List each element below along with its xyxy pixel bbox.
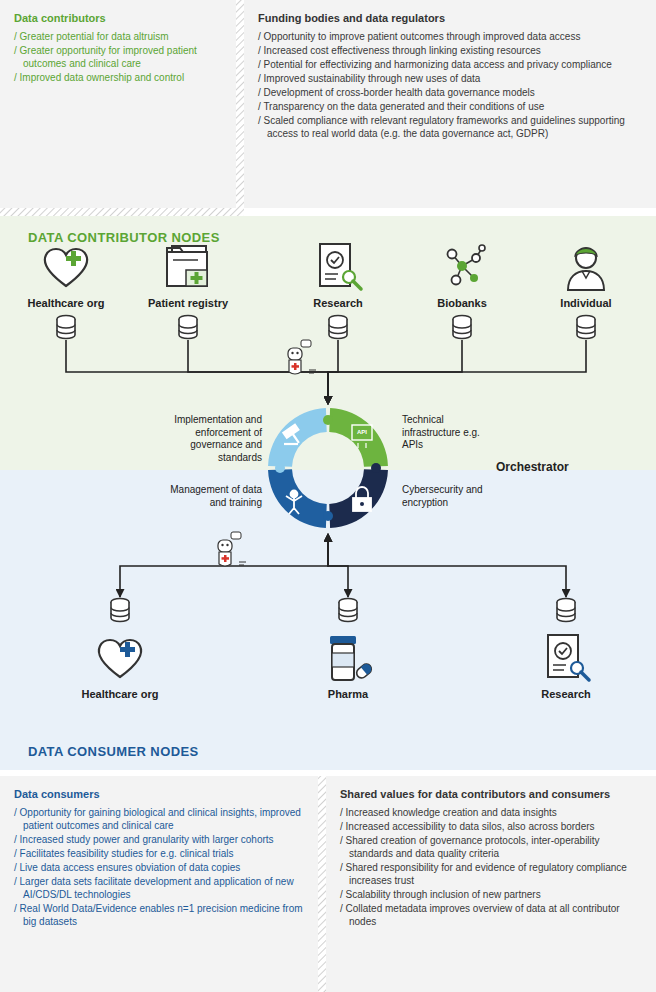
- contributor-node: Patient registry: [128, 240, 248, 340]
- bullet-item: / Live data access ensures obviation of …: [14, 861, 306, 874]
- ring-segment-label: Cybersecurity and encryption: [402, 484, 488, 509]
- bullet-item: / Collated metadata improves overview of…: [340, 902, 644, 928]
- node-label: Healthcare org: [81, 688, 158, 700]
- node-label: Biobanks: [437, 297, 487, 309]
- bullet-item: / Shared creation of governance protocol…: [340, 834, 644, 860]
- node-label: Pharma: [328, 688, 368, 700]
- database-icon: [337, 597, 359, 623]
- orchestrator-title: Orchestrator: [496, 460, 570, 474]
- node-band: DATA CONTRIBUTOR NODES Healthcare org Pati…: [0, 216, 656, 470]
- text-panel: Funding bodies and data regulators / Oppo…: [244, 0, 656, 208]
- bullet-item: / Scalability through inclusion of new p…: [340, 888, 644, 901]
- node-icon: [308, 240, 368, 292]
- connector: [328, 534, 566, 597]
- bullet-item: / Real World Data/Evidence enables n=1 p…: [14, 902, 306, 928]
- bullet-item: / Transparency on the data generated and…: [258, 100, 644, 113]
- consumer-node: Pharma: [288, 597, 408, 705]
- connector: [188, 340, 328, 404]
- label-slot: Cybersecurity and encryption: [402, 484, 488, 509]
- node-icon: [36, 240, 96, 292]
- bullet-item: / Opportunity to improve patient outcome…: [258, 30, 644, 43]
- band-heading: DATA CONTRIBUTOR NODES: [28, 230, 220, 245]
- robot-figure: [288, 340, 316, 374]
- node-icon: [318, 631, 378, 683]
- node-label: Research: [541, 688, 591, 700]
- hatch-strip: [0, 208, 236, 216]
- panel-heading: Shared values for data contributors and …: [340, 788, 644, 800]
- node-icon: [536, 631, 596, 683]
- panel-heading: Data contributors: [14, 12, 224, 24]
- text-panel: Data contributors / Greater potential for…: [0, 0, 236, 208]
- database-icon: [109, 597, 131, 623]
- contributor-node: Research: [278, 240, 398, 340]
- database-icon: [327, 314, 349, 340]
- label-slot: API: [352, 429, 372, 435]
- ring-segment-label: Management of data and training: [170, 484, 262, 509]
- label-slot: Implementation and enforcement of govern…: [170, 414, 262, 464]
- panel-heading: Data consumers: [14, 788, 306, 800]
- label-slot: Management of data and training: [170, 484, 262, 509]
- ring-segment-label: Implementation and enforcement of govern…: [170, 414, 262, 464]
- node-icon: [90, 631, 150, 683]
- node-icon: [432, 240, 492, 292]
- node-label: Individual: [560, 297, 611, 309]
- database-icon: [55, 314, 77, 340]
- text-panel: Shared values for data contributors and …: [326, 776, 656, 992]
- contributor-node: Healthcare org: [6, 240, 126, 340]
- connector: [120, 534, 328, 597]
- consumer-ground: [0, 470, 656, 770]
- bullet-item: / Increased knowledge creation and data …: [340, 806, 644, 819]
- orchestrator-node: Implementation and enforcement of govern…: [170, 404, 570, 534]
- robot-figure: [218, 532, 246, 566]
- consumer-node: Research: [506, 597, 626, 705]
- bullet-item: / Increased cost effectiveness through l…: [258, 44, 644, 57]
- contributor-node: Individual: [526, 240, 646, 340]
- node-label: Patient registry: [148, 297, 228, 309]
- bullet-item: / Increased accessibility to data silos,…: [340, 820, 644, 833]
- contributor-node: Biobanks: [402, 240, 522, 340]
- label-slot: Technical infrastructure e.g. APIs: [402, 414, 488, 452]
- bullet-item: / Potential for effectivizing and harmon…: [258, 58, 644, 71]
- bullet-item: / Larger data sets facilitate developmen…: [14, 875, 306, 901]
- bullet-item: / Shared responsibility for and evidence…: [340, 861, 644, 887]
- bullet-item: / Facilitates feasibility studies for e.…: [14, 847, 306, 860]
- api-label: API: [352, 429, 372, 435]
- gap-strip: [244, 208, 656, 216]
- node-label: Research: [313, 297, 363, 309]
- connector: [66, 340, 328, 404]
- hatch-strip: [236, 0, 244, 216]
- bullet-item: / Scaled compliance with relevant regula…: [258, 114, 644, 140]
- node-label: Healthcare org: [27, 297, 104, 309]
- database-icon: [177, 314, 199, 340]
- bullet-item: / Opportunity for gaining biological and…: [14, 806, 306, 832]
- contributor-ground: [0, 216, 656, 470]
- consumer-node: Healthcare org: [60, 597, 180, 705]
- bullet-item: / Greater opportunity for improved patie…: [14, 44, 224, 70]
- text-panel: Data consumers / Opportunity for gaining …: [0, 776, 318, 992]
- band-heading: DATA CONSUMER NODES: [28, 744, 199, 759]
- database-icon: [555, 597, 577, 623]
- bullet-item: / Greater potential for data altruism: [14, 30, 224, 43]
- panel-heading: Funding bodies and data regulators: [258, 12, 644, 24]
- ring-segment-label: Technical infrastructure e.g. APIs: [402, 414, 488, 452]
- bullet-item: / Improved data ownership and control: [14, 71, 224, 84]
- connector: [328, 340, 586, 404]
- bullet-item: / Increased study power and granularity …: [14, 833, 306, 846]
- node-icon: [158, 240, 218, 292]
- bullet-item: / Development of cross-border health dat…: [258, 86, 644, 99]
- label-slot: Orchestrator: [496, 460, 570, 474]
- node-band: DATA CONSUMER NODES Healthcare org Pharma R…: [0, 470, 656, 770]
- hatch-strip: [318, 776, 326, 992]
- node-icon: [556, 240, 616, 292]
- bullet-item: / Improved sustainability through new us…: [258, 72, 644, 85]
- database-icon: [451, 314, 473, 340]
- database-icon: [575, 314, 597, 340]
